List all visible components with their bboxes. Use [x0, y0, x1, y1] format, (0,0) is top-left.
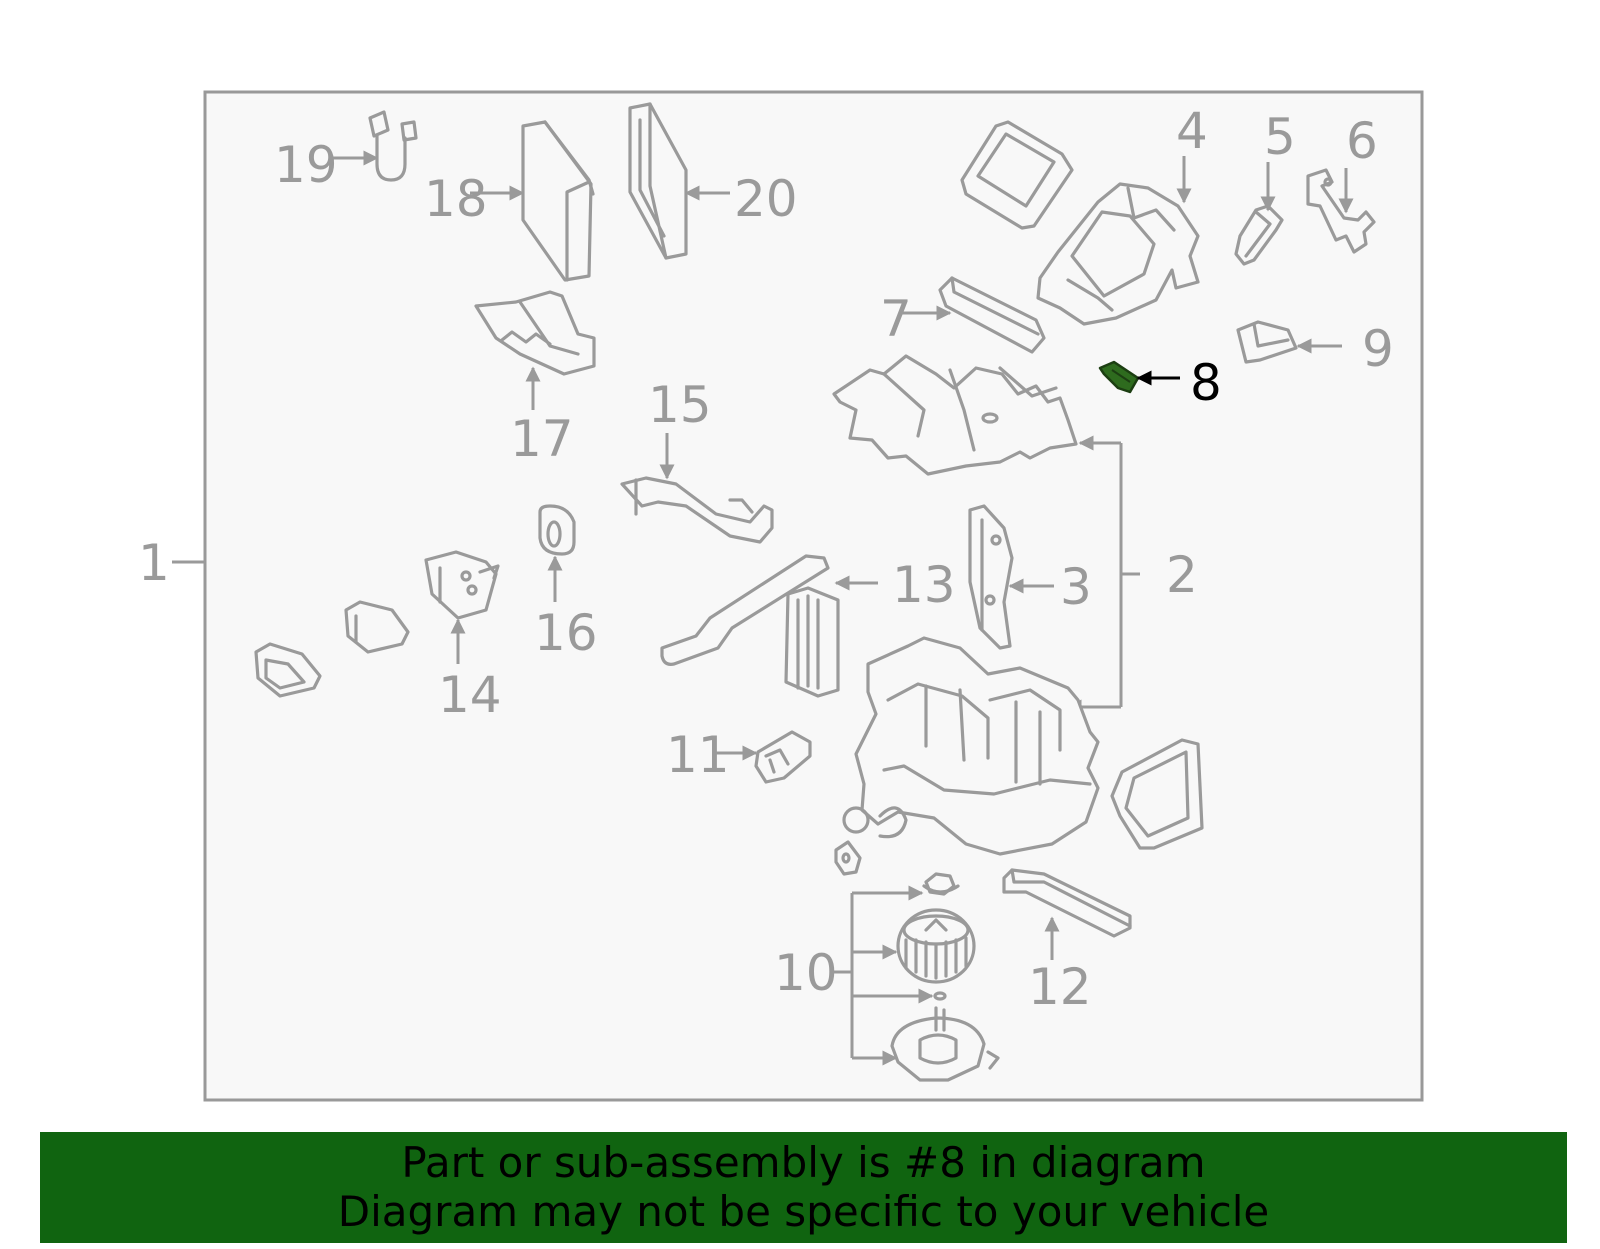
- callout-19: 19: [274, 136, 338, 194]
- info-banner: Part or sub-assembly is #8 in diagram Di…: [40, 1132, 1567, 1243]
- parts-diagram: 1 2 3 4 5 6 7 8 9 10 11 12 13 14 15 16 1…: [138, 90, 1424, 1102]
- callout-13: 13: [892, 556, 956, 614]
- callout-20: 20: [734, 170, 798, 228]
- callout-15: 15: [648, 376, 712, 434]
- callout-1: 1: [138, 534, 170, 592]
- part-5-sensor[interactable]: [1234, 204, 1284, 266]
- part-main-blower-case[interactable]: [842, 636, 1100, 856]
- part-15-tube[interactable]: [620, 476, 774, 544]
- part-10-motor[interactable]: [890, 1006, 1000, 1082]
- part-14-actuator[interactable]: [424, 550, 500, 620]
- callout-6: 6: [1346, 112, 1378, 170]
- callout-17: 17: [510, 410, 574, 468]
- part-9-clip[interactable]: [1236, 320, 1298, 364]
- part-2-upper-case[interactable]: [832, 354, 1078, 476]
- callout-18: 18: [424, 170, 488, 228]
- callout-7: 7: [880, 290, 912, 348]
- part-6-bracket[interactable]: [1306, 168, 1376, 254]
- part-10-fan-wheel[interactable]: [896, 908, 976, 984]
- part-17-duct[interactable]: [474, 290, 596, 376]
- part-small-bushing[interactable]: [834, 840, 862, 876]
- part-10-nut[interactable]: [922, 872, 960, 896]
- callout-16: 16: [534, 604, 598, 662]
- callout-12: 12: [1028, 958, 1092, 1016]
- callout-9: 9: [1362, 320, 1394, 378]
- part-case-cover[interactable]: [1110, 738, 1204, 850]
- part-4-housing[interactable]: [960, 120, 1200, 326]
- banner-line-2: Diagram may not be specific to your vehi…: [337, 1187, 1270, 1236]
- part-10-washer[interactable]: [933, 991, 947, 1001]
- part-19-harness[interactable]: [368, 110, 418, 182]
- part-8-highlighted[interactable]: [1098, 360, 1140, 394]
- part-16-grommet[interactable]: [538, 504, 576, 556]
- callout-11: 11: [666, 726, 730, 784]
- callout-5: 5: [1264, 108, 1296, 166]
- part-13-evaporator[interactable]: [660, 554, 840, 698]
- callout-2: 2: [1166, 546, 1198, 604]
- callout-8: 8: [1190, 354, 1222, 412]
- part-14-cap-b[interactable]: [254, 642, 322, 698]
- part-18-core[interactable]: [521, 120, 595, 282]
- part-3-seal[interactable]: [968, 504, 1014, 650]
- banner-line-1: Part or sub-assembly is #8 in diagram: [401, 1138, 1206, 1187]
- callout-14: 14: [438, 666, 502, 724]
- part-14-cap-a[interactable]: [344, 600, 410, 654]
- callout-4: 4: [1176, 102, 1208, 160]
- part-12-duct-strip[interactable]: [1002, 868, 1132, 938]
- callout-10: 10: [774, 944, 838, 1002]
- callout-3: 3: [1060, 558, 1092, 616]
- part-11-resistor[interactable]: [754, 730, 812, 784]
- part-20-filter[interactable]: [628, 102, 688, 260]
